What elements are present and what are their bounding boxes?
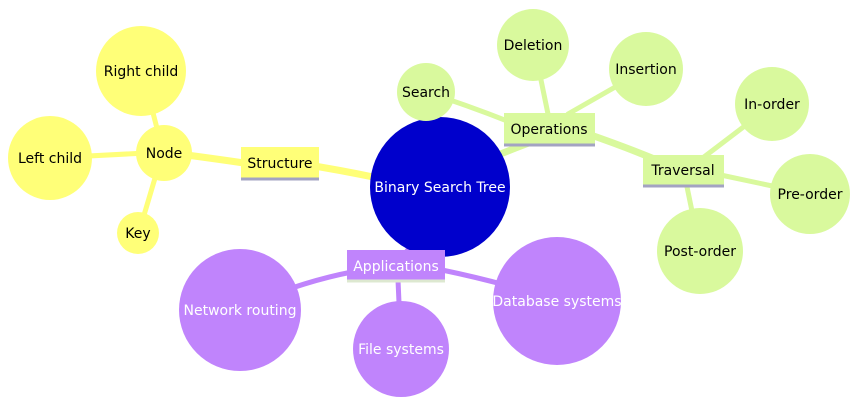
- operations-node-box: [504, 113, 595, 145]
- left-child-node-shape: [8, 116, 92, 200]
- traversal-node-box: [643, 155, 724, 186]
- node-node: Node: [136, 125, 192, 181]
- pre-order-node-label: Pre-order: [778, 187, 843, 203]
- pre-order-node: Pre-order: [770, 154, 850, 234]
- insertion-node-shape: [609, 32, 683, 106]
- insertion-node-label: Insertion: [615, 62, 676, 78]
- left-child-node: Left child: [8, 116, 92, 200]
- deletion-node-shape: [497, 9, 569, 81]
- search-node: Search: [397, 63, 455, 121]
- root-node: Binary Search Tree: [370, 117, 510, 257]
- traversal-node: Traversal: [643, 155, 724, 188]
- right-child-node-shape: [96, 26, 186, 116]
- structure-node-label: Structure: [247, 156, 312, 172]
- traversal-node-label: Traversal: [650, 163, 714, 179]
- key-node-label: Key: [125, 226, 150, 242]
- network-routing-node-label: Network routing: [184, 303, 297, 319]
- network-routing-node: Network routing: [179, 249, 301, 371]
- structure-node-box: [241, 147, 319, 179]
- applications-node-label: Applications: [353, 259, 439, 275]
- post-order-node-shape: [657, 208, 743, 294]
- search-node-label: Search: [402, 85, 450, 101]
- applications-node-box: [347, 250, 445, 281]
- operations-node: Operations: [504, 113, 595, 147]
- file-systems-node-shape: [353, 301, 449, 397]
- applications-node: Applications: [347, 250, 445, 283]
- network-routing-node-shape: [179, 249, 301, 371]
- right-child-node: Right child: [96, 26, 186, 116]
- insertion-node: Insertion: [609, 32, 683, 106]
- in-order-node-label: In-order: [744, 97, 800, 113]
- in-order-node-shape: [735, 67, 809, 141]
- file-systems-node: File systems: [353, 301, 449, 397]
- root-node-label: Binary Search Tree: [374, 180, 505, 196]
- left-child-node-label: Left child: [18, 151, 82, 167]
- deletion-node: Deletion: [497, 9, 569, 81]
- file-systems-node-label: File systems: [358, 342, 444, 358]
- search-node-shape: [397, 63, 455, 121]
- right-child-node-label: Right child: [104, 64, 179, 80]
- in-order-node: In-order: [735, 67, 809, 141]
- database-systems-node-label: Database systems: [492, 294, 621, 310]
- key-node-shape: [117, 212, 159, 254]
- operations-node-label: Operations: [511, 122, 588, 138]
- structure-node: Structure: [241, 147, 319, 181]
- pre-order-node-shape: [770, 154, 850, 234]
- key-node: Key: [117, 212, 159, 254]
- node-node-label: Node: [146, 146, 183, 162]
- root-node-shape: [370, 117, 510, 257]
- node-node-shape: [136, 125, 192, 181]
- deletion-node-label: Deletion: [504, 38, 563, 54]
- post-order-node-label: Post-order: [664, 244, 736, 260]
- database-systems-node-shape: [493, 237, 621, 365]
- database-systems-node: Database systems: [492, 237, 622, 365]
- post-order-node: Post-order: [657, 208, 743, 294]
